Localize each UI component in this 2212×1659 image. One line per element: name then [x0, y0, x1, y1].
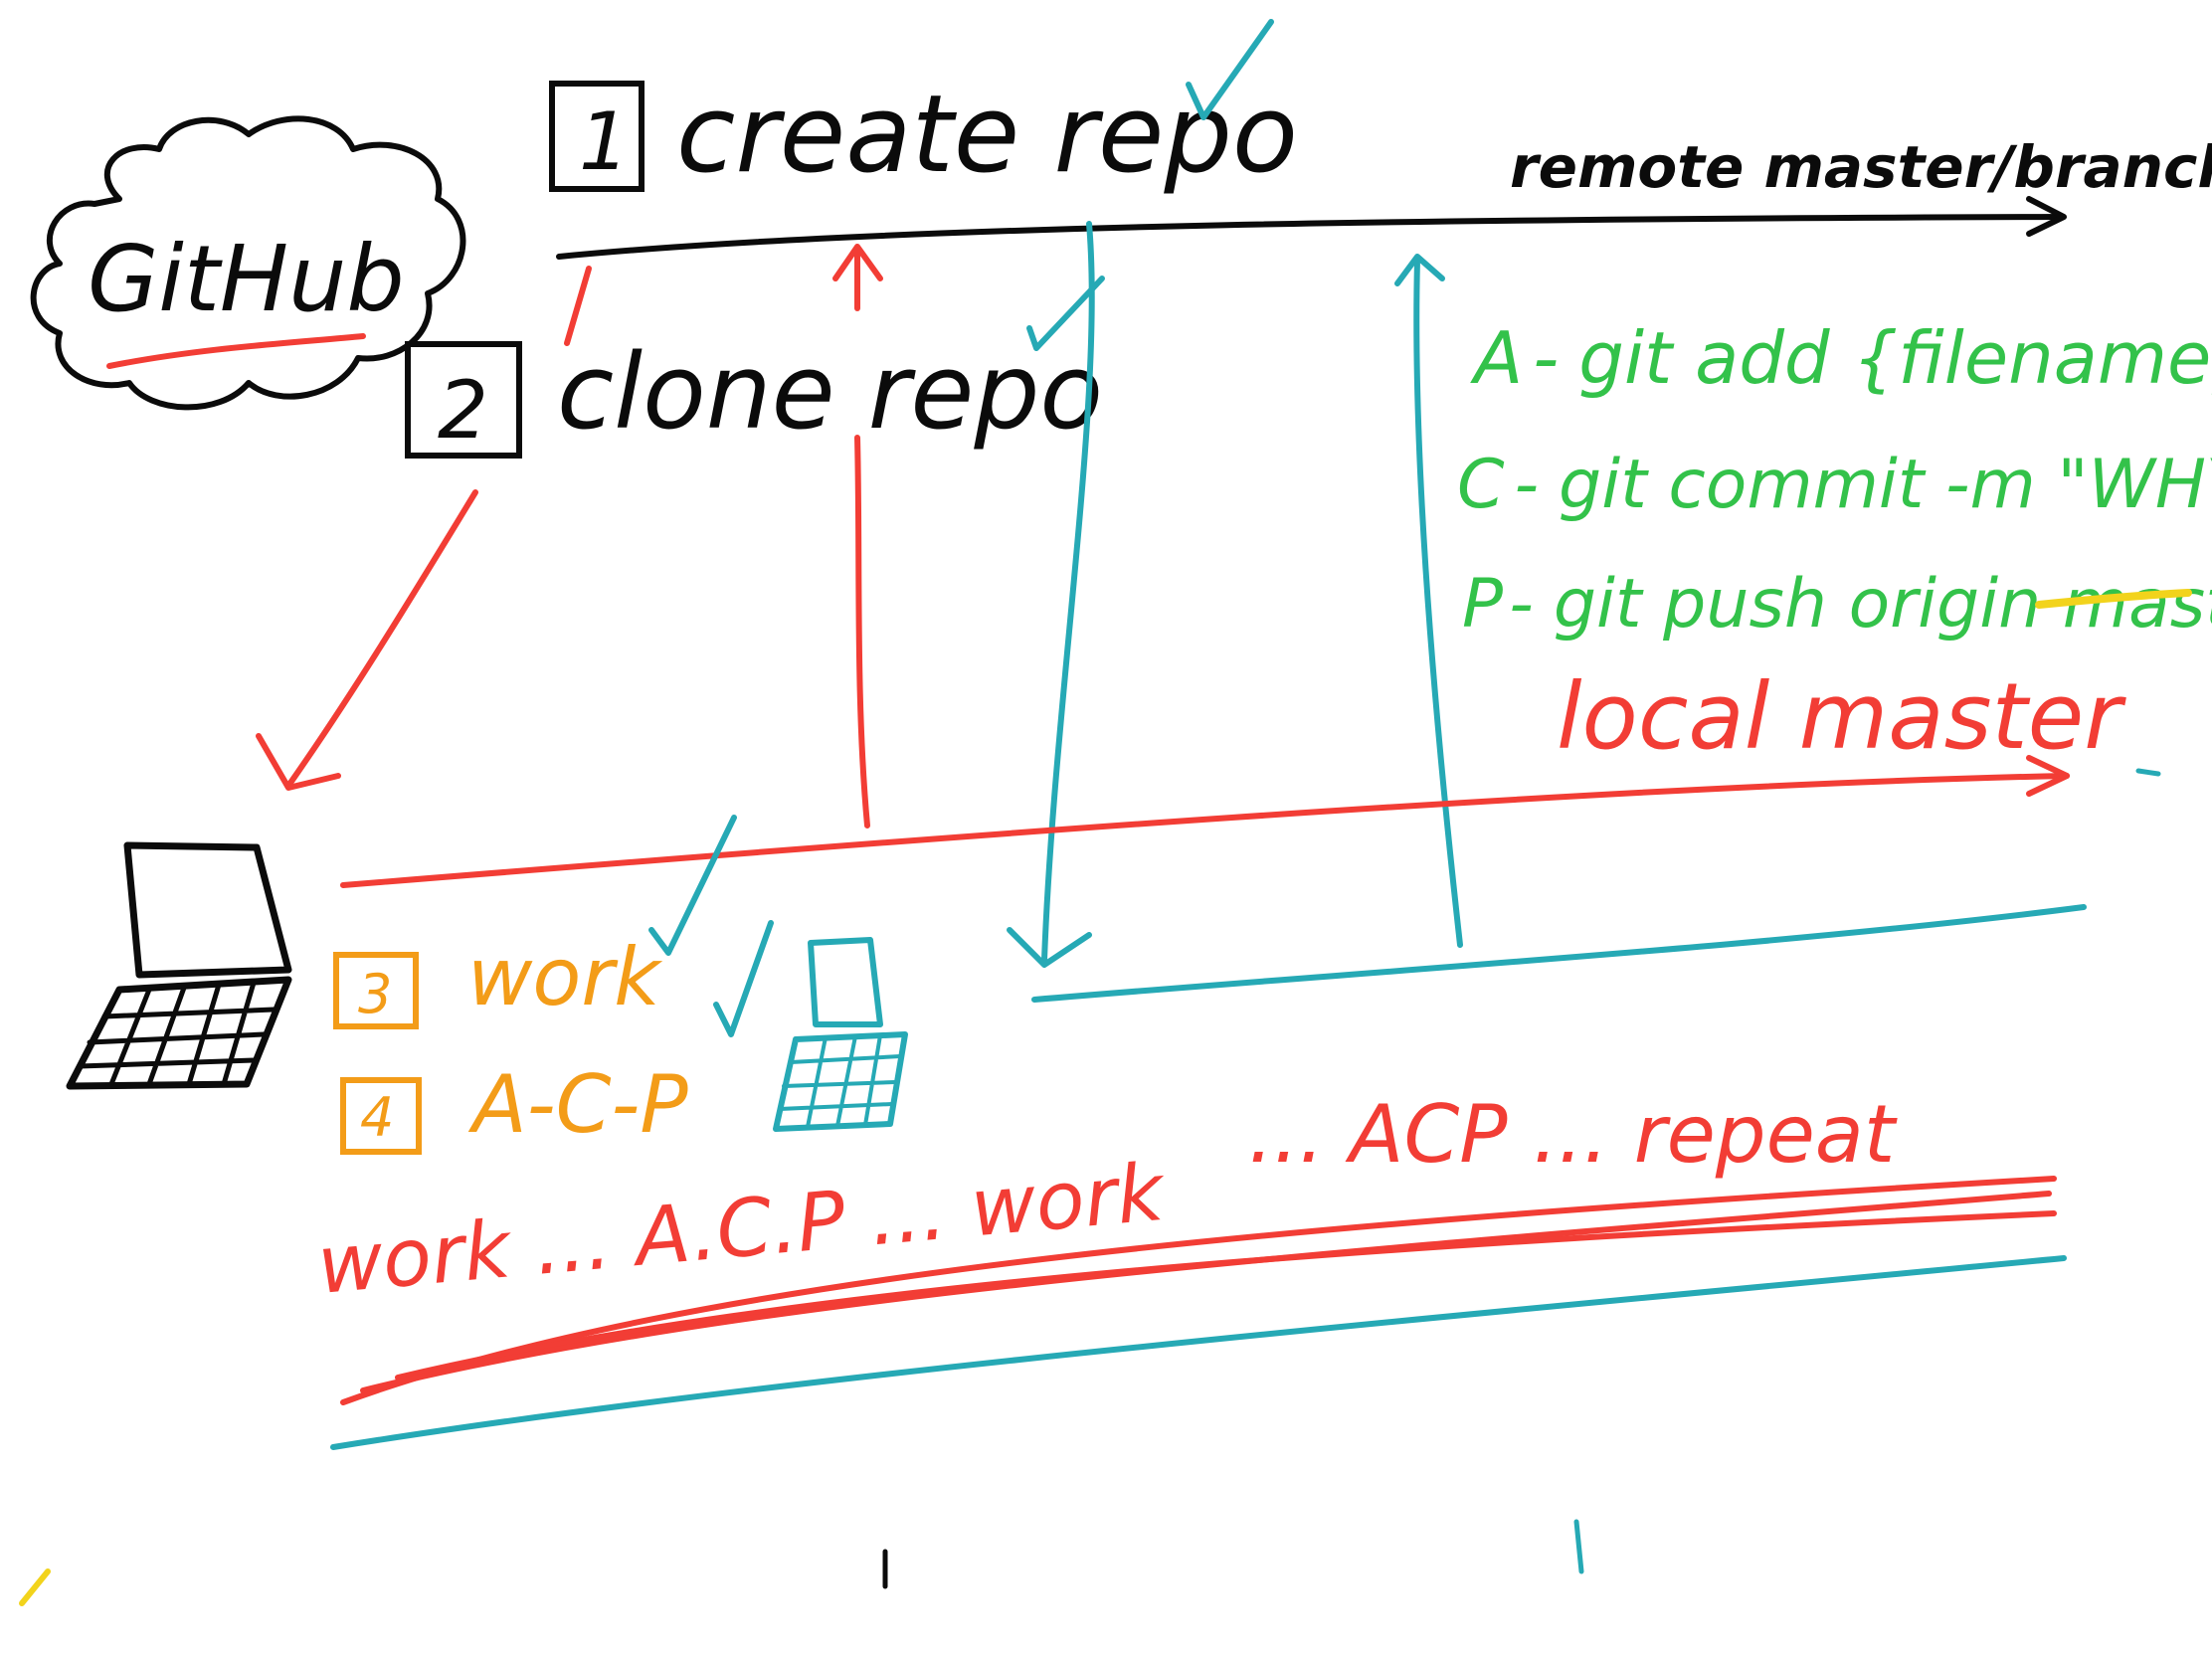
arrow-icon	[2026, 755, 2070, 797]
master-highlight	[2035, 589, 2192, 609]
remote-branch-label: remote master/branch	[1510, 133, 2212, 201]
push-arrow-red	[854, 435, 870, 829]
push-arrow-teal	[1413, 258, 1463, 948]
step-4-number: 4	[360, 1086, 394, 1149]
acp-command-commit: C-git commit -m "WHY"	[1457, 446, 2212, 524]
teal-bottom-line	[330, 1255, 2067, 1450]
checkmark-icon	[713, 920, 774, 1037]
stray-mark	[1573, 1519, 1584, 1574]
arrow-icon	[256, 733, 341, 791]
step-2-box	[405, 341, 522, 459]
step-3-number: 3	[358, 963, 392, 1025]
acp-command-list: A-git add {filename} C-git commit -m "WH…	[1457, 316, 2212, 644]
step-2-label: clone repo	[557, 331, 1103, 453]
acp-command-add: A-git add {filename}	[1470, 316, 2212, 400]
acp-command-push: P-git push origin master	[1462, 565, 2212, 644]
laptop-icon	[66, 841, 292, 1090]
small-laptop-icon	[773, 937, 908, 1132]
cycle-upper-text: ... ACP ... repeat	[1248, 1088, 1898, 1181]
arrow-icon	[1007, 927, 1092, 968]
github-underline	[106, 333, 366, 369]
step-2-number: 2	[438, 364, 488, 457]
clone-arrow-to-laptop	[285, 489, 478, 789]
github-label: GitHub	[88, 226, 405, 332]
remote-master-line	[556, 214, 2064, 260]
stray-mark	[19, 1568, 51, 1606]
stray-mark	[2135, 768, 2161, 777]
local-master-line	[340, 773, 2070, 888]
checkmark-icon	[648, 815, 737, 956]
step-1-label: create repo	[676, 73, 1298, 197]
arrow-icon	[1394, 254, 1445, 286]
pull-arrow-teal	[1041, 221, 1095, 963]
step-3-label: work	[467, 931, 662, 1023]
local-master-label: local master	[1557, 663, 2126, 770]
cycle-red-line	[360, 1191, 2052, 1393]
cycle-lower-text: work ... A.C.P ... work	[314, 1146, 1170, 1312]
step-3-box	[333, 952, 419, 1029]
arrow-icon	[2026, 196, 2067, 237]
step-1-number: 1	[579, 95, 630, 188]
checkmark-icon	[1026, 276, 1105, 351]
clone-tick	[564, 266, 592, 346]
step-1-box	[549, 81, 645, 192]
teal-branch-line	[1031, 904, 2087, 1003]
checkmark-icon	[1186, 19, 1274, 120]
step-4-label: A-C-P	[467, 1058, 688, 1151]
step-4-box	[340, 1077, 422, 1155]
